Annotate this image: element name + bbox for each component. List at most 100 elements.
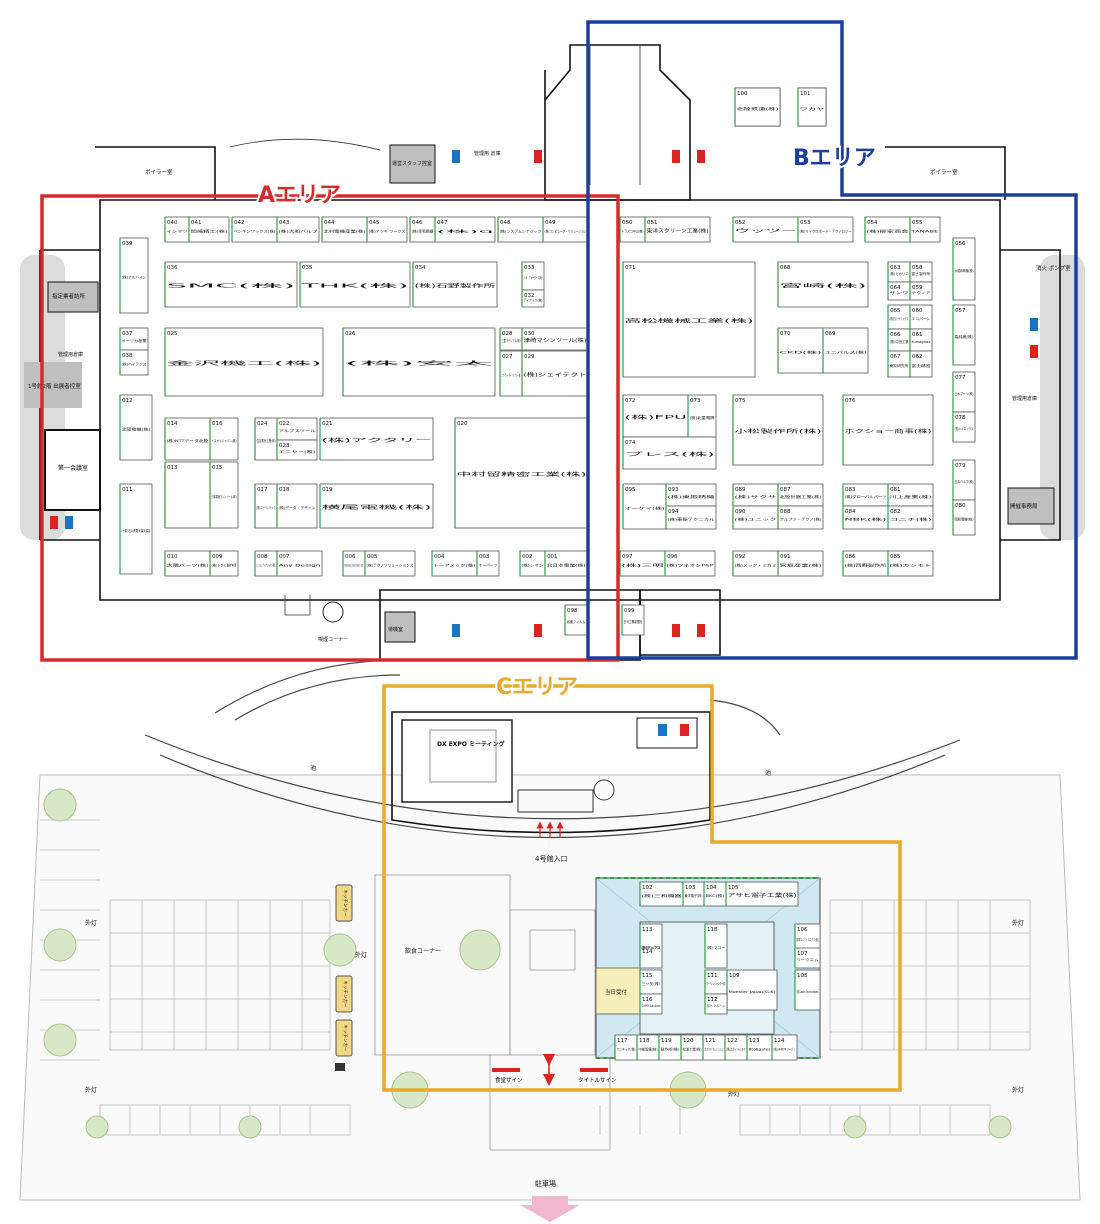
booth-046[interactable]: 046(株)幸和鋼器 (409, 216, 436, 243)
booth-083[interactable]: 083(株)グローバルパーツ (842, 483, 889, 507)
booth-008[interactable]: 008ビジョンテックジャパン(株) (254, 550, 278, 577)
booth-039[interactable]: 039(株)アルバイン (119, 237, 149, 314)
booth-114[interactable]: 114(株)アルプス (640, 945, 661, 955)
booth-009[interactable]: 009(株)トクピ製作所 (209, 550, 239, 577)
booth-102[interactable]: 102(株)三和機器 (639, 881, 684, 907)
booth-026[interactable]: 026(株)安太 (342, 327, 496, 397)
booth-089[interactable]: 089(株)サクサ (732, 483, 779, 507)
booth-085[interactable]: 085(株)カシモト (887, 550, 934, 577)
booth-054[interactable]: 054(株)柳家商会 (864, 216, 911, 243)
booth-063[interactable]: 063(株)ヒカリエ (887, 261, 911, 283)
booth-072[interactable]: 072(株)FPU (622, 394, 689, 438)
booth-033[interactable]: 033ノボ・ウォーターズ(株) (521, 261, 545, 291)
booth-005[interactable]: 005(株)テクノソリューションズ (364, 550, 416, 577)
booth-053[interactable]: 053(株)マイクロボード・テクノロジー (797, 216, 854, 243)
booth-090[interactable]: 090(株)ユニック (732, 505, 779, 530)
booth-047[interactable]: 047(株)q (434, 216, 496, 243)
booth-017[interactable]: 017(株)エーワンテック (254, 483, 278, 529)
booth-111[interactable]: 111コーディング センター(株) (704, 969, 728, 995)
booth-043[interactable]: 043(株)大和バルブ (276, 216, 320, 243)
booth-124[interactable]: 124(株)SKINOM ジャパン (771, 1034, 798, 1061)
booth-018[interactable]: 018(株)データ・デザイン (276, 483, 318, 529)
booth-011[interactable]: 011(一財)石川県電気保安協会 (119, 483, 153, 575)
booth-097[interactable]: 097(株)三明 (619, 550, 666, 577)
booth-113[interactable]: 113(株)北陸ハイテクス (639, 923, 663, 969)
booth-092[interactable]: 092(株)メック・ミカミ (732, 550, 779, 577)
booth-086[interactable]: 086(株)西野製作所 (842, 550, 889, 577)
booth-078[interactable]: 078(株)ハイロックス (952, 411, 976, 443)
booth-027[interactable]: 027エア・ウォーター・マシナリー(株) (499, 350, 523, 397)
booth-108[interactable]: 108(株)Lasea Technologies (794, 969, 821, 1011)
booth-021[interactable]: 021(株)アクタリー (319, 417, 434, 461)
booth-066[interactable]: 066(株)中田工業 (887, 328, 911, 352)
booth-045[interactable]: 045(株)アツギ ワークス (366, 216, 408, 243)
booth-065[interactable]: 065(株)石川 ケミックス (887, 304, 911, 330)
booth-038[interactable]: 038(株)ハイテクス (119, 349, 149, 376)
booth-096[interactable]: 096(株)ツネオンP&P (664, 550, 716, 577)
booth-093[interactable]: 093(株)東振精機 (665, 483, 717, 507)
booth-048[interactable]: 048(株)システムシナジック (497, 216, 544, 243)
booth-014[interactable]: 014(株)NTTデータ北陸 (164, 417, 211, 461)
booth-118[interactable]: 118(株)マコー (704, 923, 728, 969)
booth-002[interactable]: 002(株)シオン (519, 550, 546, 577)
booth-073[interactable]: 073(株)北菱電興 (687, 394, 717, 438)
booth-034[interactable]: 034(株)石野製作所 (412, 261, 498, 308)
booth-122[interactable]: 122(株)カガイ ディスク (724, 1034, 748, 1061)
